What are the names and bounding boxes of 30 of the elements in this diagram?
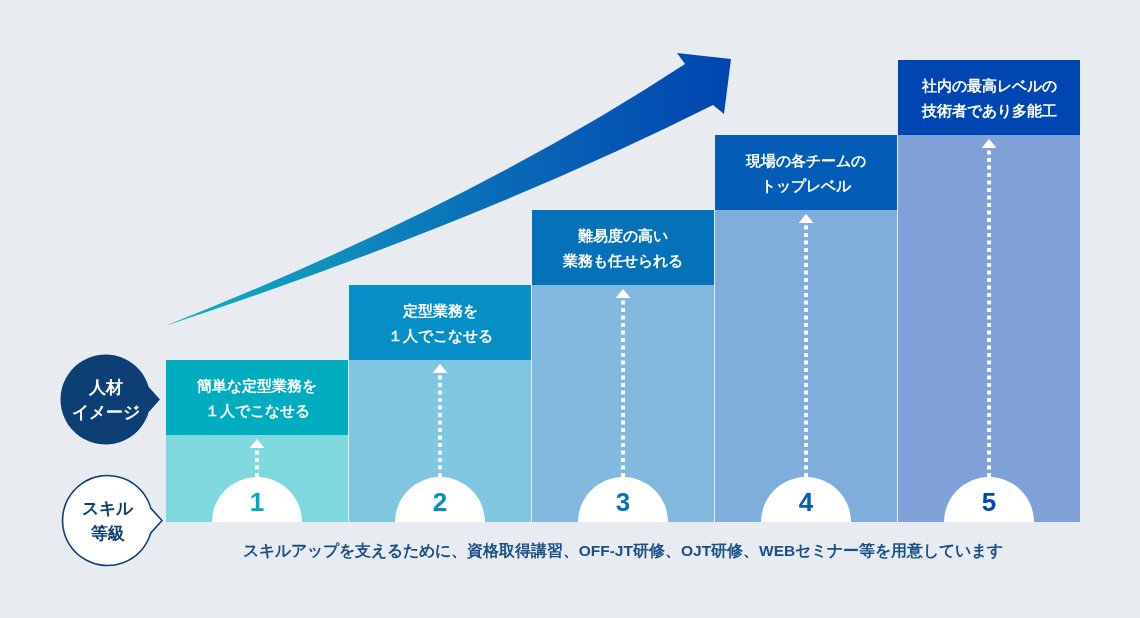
level-number: 2 <box>432 489 448 515</box>
dotted-arrow <box>432 364 448 477</box>
dotted-arrow <box>981 139 997 477</box>
level-description: 定型業務を１人でこなせる <box>387 300 493 346</box>
level-column <box>715 210 897 522</box>
row-label: スキル等級 <box>82 497 133 545</box>
level-header <box>349 285 531 360</box>
level-column <box>166 435 348 522</box>
dotted-arrow <box>615 289 631 477</box>
level-column <box>349 360 531 522</box>
level-header <box>532 210 714 285</box>
dotted-arrow <box>249 439 265 477</box>
level-number: 1 <box>249 489 265 515</box>
level-header <box>898 60 1080 135</box>
row-label: 人材イメージ <box>71 376 140 424</box>
footnote-text: スキルアップを支えるために、資格取得講習、OFF-JT研修、OJT研修、WEBセミナー等を用意しています <box>242 541 1004 561</box>
level-number: 5 <box>981 489 997 515</box>
level-description: 簡単な定型業務を１人でこなせる <box>197 375 317 421</box>
level-description: 難易度の高い業務も任せられる <box>563 225 683 271</box>
speech-bubble <box>58 353 162 446</box>
speech-bubble <box>60 474 164 567</box>
level-column <box>898 135 1080 522</box>
level-number: 3 <box>615 489 631 515</box>
level-header <box>715 135 897 210</box>
level-column <box>532 285 714 522</box>
dotted-arrow <box>798 214 814 477</box>
level-header <box>166 360 348 435</box>
level-description: 現場の各チームのトップレベル <box>746 150 866 196</box>
level-description: 社内の最高レベルの技術者であり多能工 <box>921 75 1057 121</box>
level-number: 4 <box>798 489 814 515</box>
